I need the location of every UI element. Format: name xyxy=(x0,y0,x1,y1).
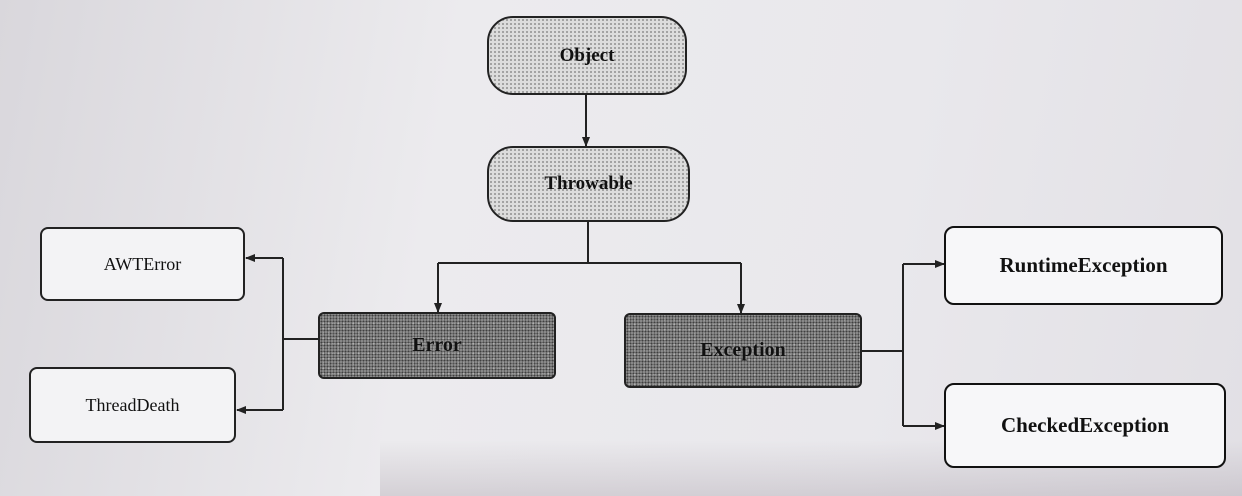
node-throwable-label: Throwable xyxy=(544,173,633,194)
node-threaddeath-label: ThreadDeath xyxy=(85,394,180,415)
node-exception-label: Exception xyxy=(700,339,786,361)
node-runtimeexception: RuntimeException xyxy=(944,226,1223,305)
node-checkedexception-label: CheckedException xyxy=(1001,413,1169,437)
node-awterror-label: AWTError xyxy=(103,253,182,274)
node-error-label: Error xyxy=(412,334,462,356)
node-object-label: Object xyxy=(559,44,615,66)
node-checkedexception: CheckedException xyxy=(944,383,1226,468)
node-awterror: AWTError xyxy=(40,227,245,301)
node-threaddeath: ThreadDeath xyxy=(29,367,236,443)
node-error: Error xyxy=(318,312,556,379)
node-exception: Exception xyxy=(624,313,862,388)
node-runtimeexception-label: RuntimeException xyxy=(999,253,1168,277)
node-throwable: Throwable xyxy=(487,146,690,222)
node-object: Object xyxy=(487,16,687,95)
